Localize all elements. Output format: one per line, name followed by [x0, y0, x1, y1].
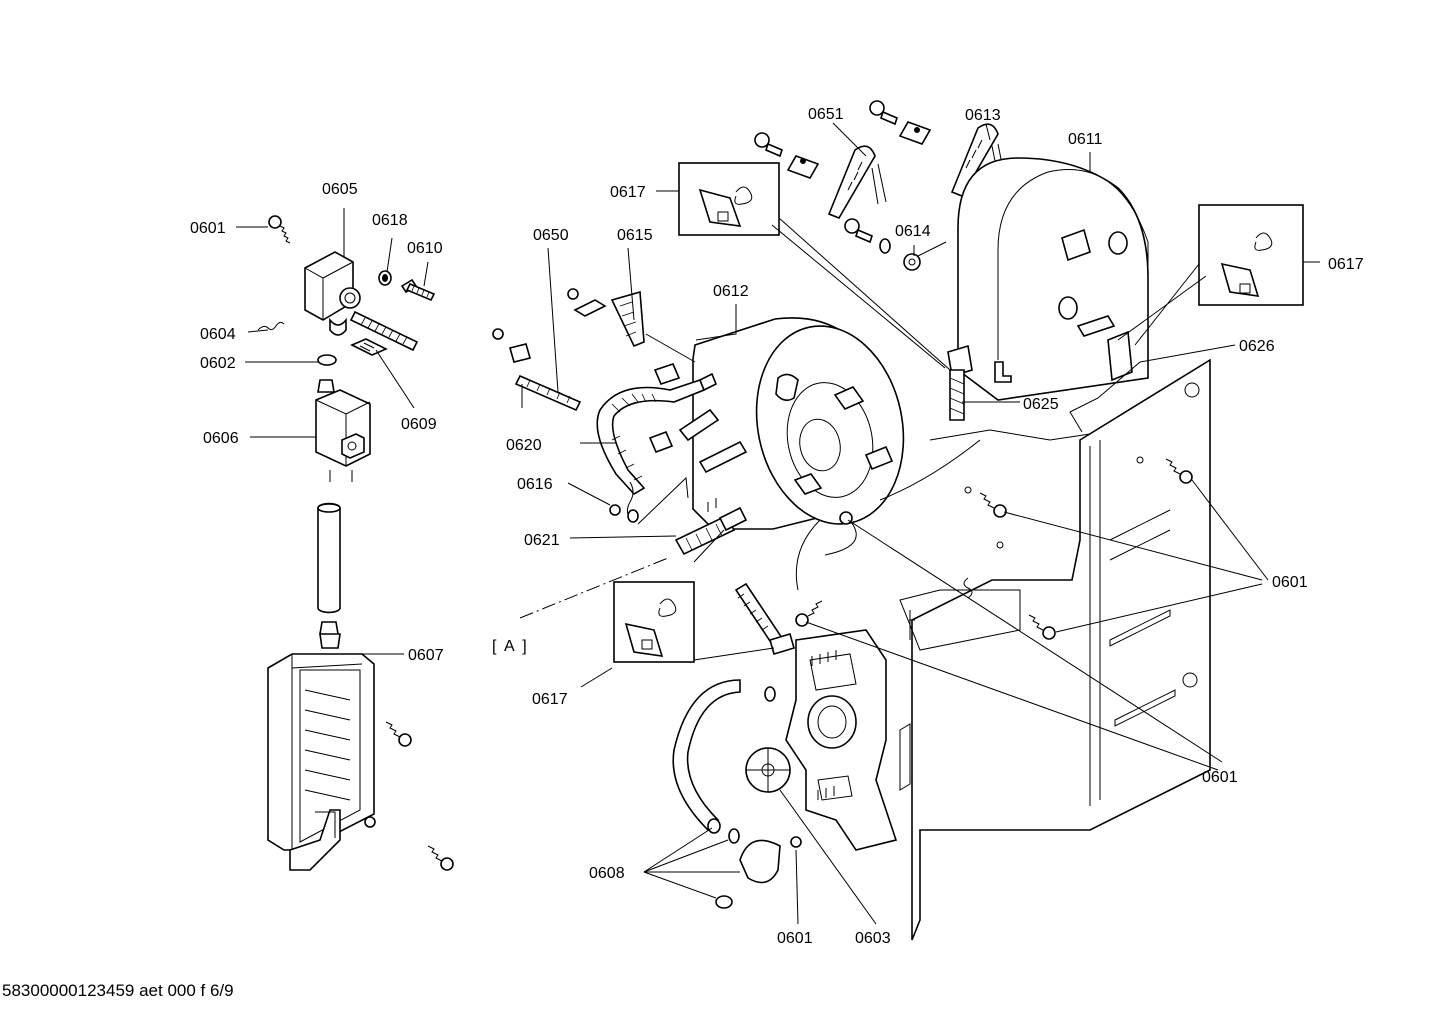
pump-assembly-0603	[785, 629, 898, 851]
callout-0621: 0621	[524, 532, 560, 549]
document-code: 58300000123459 aet 000 f 6/9	[2, 981, 234, 1000]
callout-0601: 0601	[190, 220, 226, 237]
clip-0609	[350, 338, 388, 356]
sensor-clip-a	[734, 582, 795, 655]
callout-0620: 0620	[506, 437, 542, 454]
axis-line-a	[519, 557, 669, 619]
clip-0616	[609, 481, 639, 523]
callout-0605: 0605	[322, 181, 358, 198]
callout-0609: 0609	[401, 416, 437, 433]
switch-housing-0605	[304, 251, 361, 336]
sensor-0615	[567, 288, 645, 348]
hose-0608	[672, 679, 802, 909]
boiler-0612	[692, 317, 905, 530]
callout-0626: 0626	[1239, 338, 1275, 355]
callout-0610: 0610	[407, 240, 443, 257]
callout-0612: 0612	[713, 283, 749, 300]
left-assembly	[257, 215, 454, 871]
callout-0613: 0613	[965, 107, 1001, 124]
boiler-connectors	[648, 372, 748, 474]
water-tank-0607	[267, 653, 375, 871]
callout-0617: 0617	[610, 184, 646, 201]
o-ring-0618	[378, 270, 392, 286]
hose-0620	[596, 363, 706, 496]
callout-0604: 0604	[200, 326, 236, 343]
housing-panel	[899, 358, 1211, 941]
center-assembly	[492, 288, 905, 556]
top-parts	[754, 100, 1005, 271]
callout-labels: 0601 0605 0618 0610 0604 0602 0609 0606 …	[190, 106, 1364, 947]
callout-0601: 0601	[777, 930, 813, 947]
callout-0615: 0615	[617, 227, 653, 244]
tank-fitting	[319, 621, 341, 649]
valve-0606	[315, 379, 371, 482]
probe-0625	[949, 369, 965, 421]
callout-0608: 0608	[589, 865, 625, 882]
ring-terminal-0614	[844, 218, 947, 271]
callout-0607: 0607	[408, 647, 444, 664]
callout-0625: 0625	[1023, 396, 1059, 413]
screw-0601-top-left	[268, 215, 291, 244]
impeller-disc	[745, 747, 791, 793]
bolt-0610	[400, 278, 436, 302]
cover-0611	[947, 157, 1149, 401]
callout-0601: 0601	[1202, 769, 1238, 786]
callout-0650: 0650	[533, 227, 569, 244]
detail-box-0617-top	[678, 162, 780, 236]
callout-0601: 0601	[1272, 574, 1308, 591]
screw-0613	[869, 100, 932, 145]
callout-0617: 0617	[1328, 256, 1364, 273]
hose-segment	[317, 502, 341, 614]
callout-0606: 0606	[203, 430, 239, 447]
sensor-0650	[492, 328, 582, 412]
callout-0603: 0603	[855, 930, 891, 947]
callout-0617: 0617	[532, 691, 568, 708]
sensor-0621	[674, 498, 748, 556]
callout-0616: 0616	[517, 476, 553, 493]
callout-0611: 0611	[1068, 131, 1103, 148]
sensor-0651	[827, 145, 887, 219]
tank-screws	[364, 721, 454, 871]
rod-0604-assembly	[257, 310, 419, 352]
detail-box-0617-right	[1198, 204, 1304, 306]
screw-0651	[754, 132, 820, 179]
o-ring-0602	[317, 354, 337, 366]
detail-label-a: [ A ]	[492, 638, 529, 655]
callout-0618: 0618	[372, 212, 408, 229]
callout-0602: 0602	[200, 355, 236, 372]
callout-0651: 0651	[808, 106, 844, 123]
callout-0614: 0614	[895, 223, 931, 240]
detail-box-0617-lower	[613, 581, 695, 663]
leader-lines	[236, 122, 1320, 925]
